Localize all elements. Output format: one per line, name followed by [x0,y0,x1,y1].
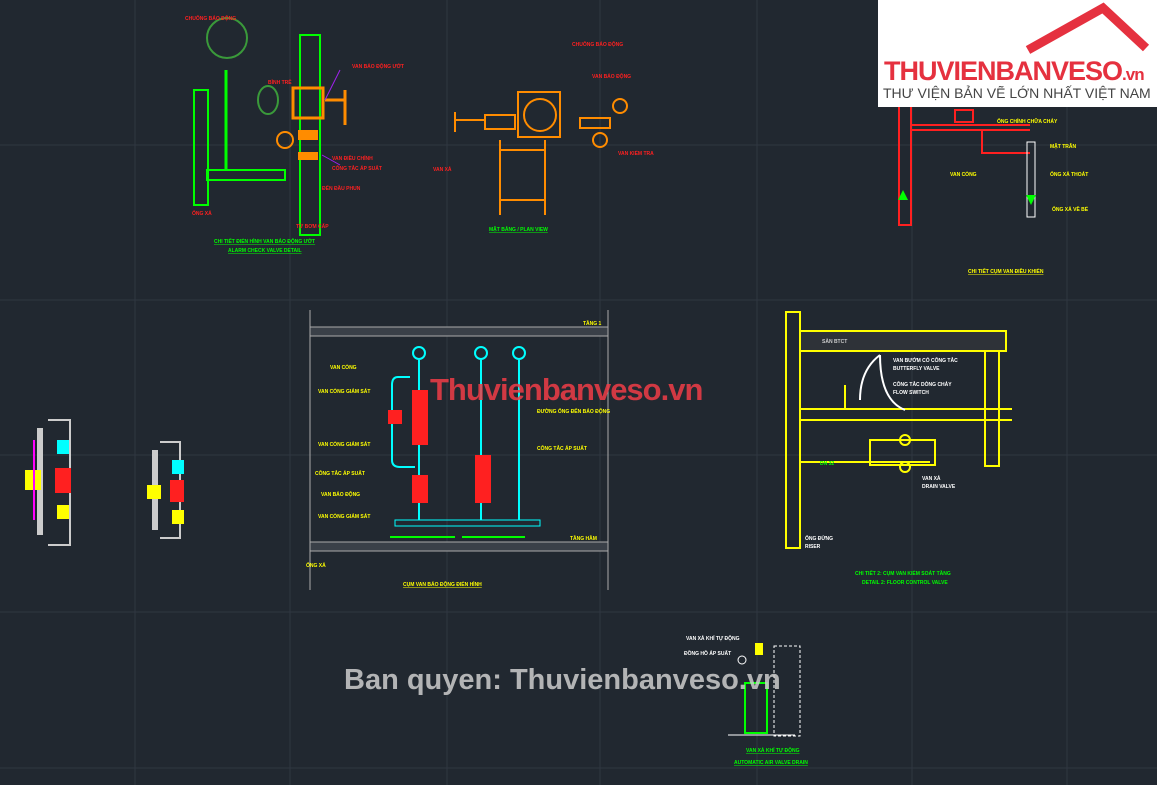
label: ỐNG ĐỨNG [805,535,833,542]
label: CÔNG TẮC DÒNG CHẢY [893,380,952,388]
air-vent-detail [728,643,801,737]
label: CÔNG TẮC ÁP SUẤT [537,444,587,452]
valve-loop-1 [25,419,71,546]
pipe-label: DN 32 [820,461,834,467]
drawing-subtitle: DETAIL 2: FLOOR CONTROL VALVE [862,580,948,586]
label: RISER [805,544,821,550]
label: ỐNG CHÍNH CHỮA CHÁY [997,117,1058,125]
label: CÔNG TẮC ÁP SUẤT [315,469,365,477]
alarm-valve-detail [193,17,347,236]
valve-loop-2 [147,441,184,539]
label: CHUÔNG BÁO ĐỘNG [185,14,236,22]
alarm-group [309,310,609,590]
label: ỐNG XẢ [192,210,212,217]
logo-brand: THUVIENBANVESO.vn [884,56,1145,86]
floor-label: TẦNG HẦM [570,535,597,542]
floor-control-detail [785,311,1012,549]
label: VAN BÁO ĐỘNG [592,72,631,80]
label: VAN BÁO ĐỘNG ƯỚT [352,62,404,70]
watermark-center: Thuvienbanveso.vn [430,372,703,407]
label: CÔNG TẮC ÁP SUẤT [332,164,382,172]
drawing-subtitle: AUTOMATIC AIR VALVE DRAIN [734,760,808,766]
drawing-title: CHI TIẾT ĐIỂN HÌNH VAN BÁO ĐỘNG ƯỚT [214,237,315,245]
slab-label: SÀN BTCT [822,338,847,345]
label: ỐNG XẢ [306,562,326,569]
label: VAN KIỂM TRA [618,150,654,157]
label: VAN XẢ [433,166,452,173]
drawing-title: VAN XẢ KHÍ TỰ ĐỘNG [746,746,800,754]
label: VAN CỔNG GIÁM SÁT [318,441,370,448]
drawing-title: CHI TIẾT CỤM VAN ĐIỀU KHIỂN [968,268,1044,275]
label: VAN BƯỚM CÓ CÔNG TẮC [893,356,958,364]
label: BUTTERFLY VALVE [893,366,940,372]
drawing-title: CỤM VAN BÁO ĐỘNG ĐIỂN HÌNH [403,580,482,588]
label: ỐNG XẢ THOÁT [1050,171,1088,178]
plan-view [454,91,628,215]
label: MẶT TRĂN [1050,143,1076,150]
air-vent-labels: VAN XẢ KHÍ TỰ ĐỘNG ĐỒNG HỒ ÁP SUẤT VAN X… [684,634,808,766]
control-valve-labels: ỐNG CHÍNH CHỮA CHÁY VAN CỔNG MẶT TRĂN ỐN… [950,117,1089,275]
drawing-subtitle: ALARM CHECK VALVE DETAIL [228,248,302,254]
label: ĐỒNG HỒ ÁP SUẤT [684,650,731,657]
alarm-group-labels: TẦNG 1 TẦNG HẦM VAN CỔNG VAN CỔNG GIÁM S… [306,320,610,588]
plan-view-labels: CHUÔNG BÁO ĐỘNG VAN BÁO ĐỘNG VAN XẢ VAN … [433,40,654,233]
label: VAN BÁO ĐỘNG [321,490,360,498]
label: VAN CỔNG [950,171,977,178]
label: VAN XẢ KHÍ TỰ ĐỘNG [686,634,740,642]
label: DRAIN VALVE [922,484,956,490]
floor-control-labels: SÀN BTCT DN 32 VAN BƯỚM CÓ CÔNG TẮC BUTT… [805,338,958,586]
floor-label: TẦNG 1 [583,320,602,327]
label: VAN XẢ [922,475,941,482]
label: ỐNG XẢ VỀ BỂ [1052,206,1089,213]
label: ĐẾN ĐẦU PHUN [322,185,361,192]
alarm-valve-labels: CHUÔNG BÁO ĐỘNG VAN BÁO ĐỘNG ƯỚT BÌNH TR… [185,14,404,254]
label: CHUÔNG BÁO ĐỘNG [572,40,623,48]
label: VAN CỔNG GIÁM SÁT [318,513,370,520]
drawing-title: MẶT BẰNG / PLAN VIEW [489,225,548,233]
label: VAN ĐIỀU CHỈNH [332,155,373,162]
label: FLOW SWITCH [893,390,929,396]
watermark-copyright: Ban quyen: Thuvienbanveso.vn [344,664,781,696]
brand-logo: THUVIENBANVESO.vn THƯ VIỆN BẢN VẼ LỚN NH… [878,0,1157,107]
label: TỪ BƠM CẤP [296,223,329,230]
label: VAN CỔNG GIÁM SÁT [318,388,370,395]
label: ĐƯỜNG ỐNG ĐẾN BÁO ĐỘNG [537,407,610,415]
label: VAN CỔNG [330,364,357,371]
label: BÌNH TRỄ [268,78,292,86]
house-roof-icon [1025,2,1150,54]
logo-tagline: THƯ VIỆN BẢN VẼ LỚN NHẤT VIỆT NAM [883,85,1151,101]
drawing-title: CHI TIẾT 2: CỤM VAN KIỂM SOÁT TẦNG [855,570,951,577]
